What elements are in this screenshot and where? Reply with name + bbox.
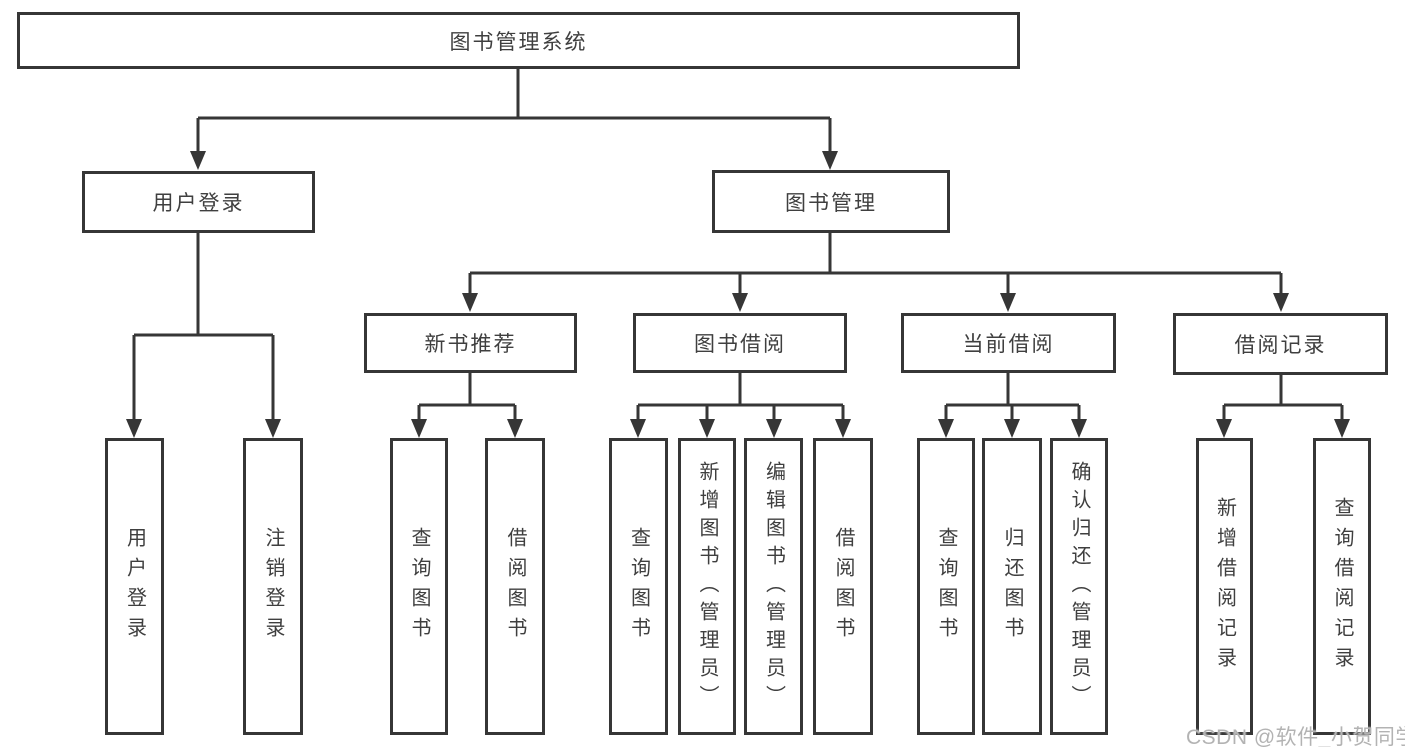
node-query-books-borrowing: 查询图书: [609, 438, 668, 735]
arrowhead-down-icon: [766, 419, 782, 438]
node-book-management: 图书管理: [712, 170, 950, 233]
node-return-book: 归还图书: [982, 438, 1042, 735]
arrowhead-down-icon: [630, 419, 646, 438]
node-label: 新增图书（管理员）: [696, 460, 718, 713]
node-user-login-leaf: 用户登录: [105, 438, 164, 735]
arrowhead-down-icon: [1334, 419, 1350, 438]
node-label: 借阅图书: [832, 526, 854, 647]
node-current-borrowing: 当前借阅: [901, 313, 1116, 373]
node-add-book-admin: 新增图书（管理员）: [678, 438, 736, 735]
node-label: 查询借阅记录: [1331, 496, 1353, 677]
node-label: 编辑图书（管理员）: [762, 460, 785, 713]
node-label: 确认归还（管理员）: [1068, 460, 1090, 713]
arrowhead-down-icon: [1004, 419, 1020, 438]
arrowhead-down-icon: [732, 293, 748, 312]
arrowhead-down-icon: [822, 151, 838, 170]
node-query-books-current: 查询图书: [917, 438, 975, 735]
node-edit-book-admin: 编辑图书（管理员）: [744, 438, 803, 735]
arrowhead-down-icon: [190, 151, 206, 170]
arrowhead-down-icon: [462, 293, 478, 312]
arrowhead-down-icon: [1216, 419, 1232, 438]
arrowhead-down-icon: [265, 419, 281, 438]
node-label: 新书推荐: [424, 333, 517, 356]
node-label: 查询图书: [935, 526, 957, 647]
arrowhead-down-icon: [507, 419, 523, 438]
node-user-login: 用户登录: [82, 171, 315, 233]
arrowhead-down-icon: [126, 419, 142, 438]
node-label: 图书管理系统: [449, 30, 588, 54]
arrowhead-down-icon: [1273, 293, 1289, 312]
node-label: 用户登录: [152, 192, 245, 215]
node-label: 图书管理: [785, 191, 877, 215]
node-label: 归还图书: [1001, 526, 1023, 647]
node-label: 查询图书: [627, 526, 650, 647]
arrowhead-down-icon: [1071, 419, 1087, 438]
node-book-management-system: 图书管理系统: [17, 12, 1020, 69]
node-label: 用户登录: [123, 526, 146, 647]
node-add-borrow-record: 新增借阅记录: [1196, 438, 1253, 735]
node-query-borrow-record: 查询借阅记录: [1313, 438, 1371, 735]
node-borrow-books-recommend: 借阅图书: [485, 438, 545, 735]
node-label: 图书借阅: [694, 333, 786, 356]
node-logout: 注销登录: [243, 438, 303, 735]
arrowhead-down-icon: [1000, 293, 1016, 312]
node-label: 借阅记录: [1234, 334, 1327, 357]
node-confirm-return-admin: 确认归还（管理员）: [1050, 438, 1108, 735]
node-label: 查询图书: [408, 526, 430, 647]
arrowhead-down-icon: [411, 419, 427, 438]
node-label: 新增借阅记录: [1213, 496, 1236, 677]
node-borrow-books-borrowing: 借阅图书: [813, 438, 873, 735]
node-book-borrowing: 图书借阅: [633, 313, 847, 373]
node-borrowing-records: 借阅记录: [1173, 313, 1388, 375]
node-query-books-recommend: 查询图书: [390, 438, 448, 735]
arrowhead-down-icon: [938, 419, 954, 438]
node-label: 注销登录: [262, 526, 284, 647]
node-label: 借阅图书: [504, 526, 526, 647]
arrowhead-down-icon: [699, 419, 715, 438]
arrowhead-down-icon: [835, 419, 851, 438]
watermark: CSDN @软件_小贺同学: [1186, 726, 1405, 747]
node-label: 当前借阅: [962, 333, 1055, 356]
node-new-book-recommendation: 新书推荐: [364, 313, 577, 373]
